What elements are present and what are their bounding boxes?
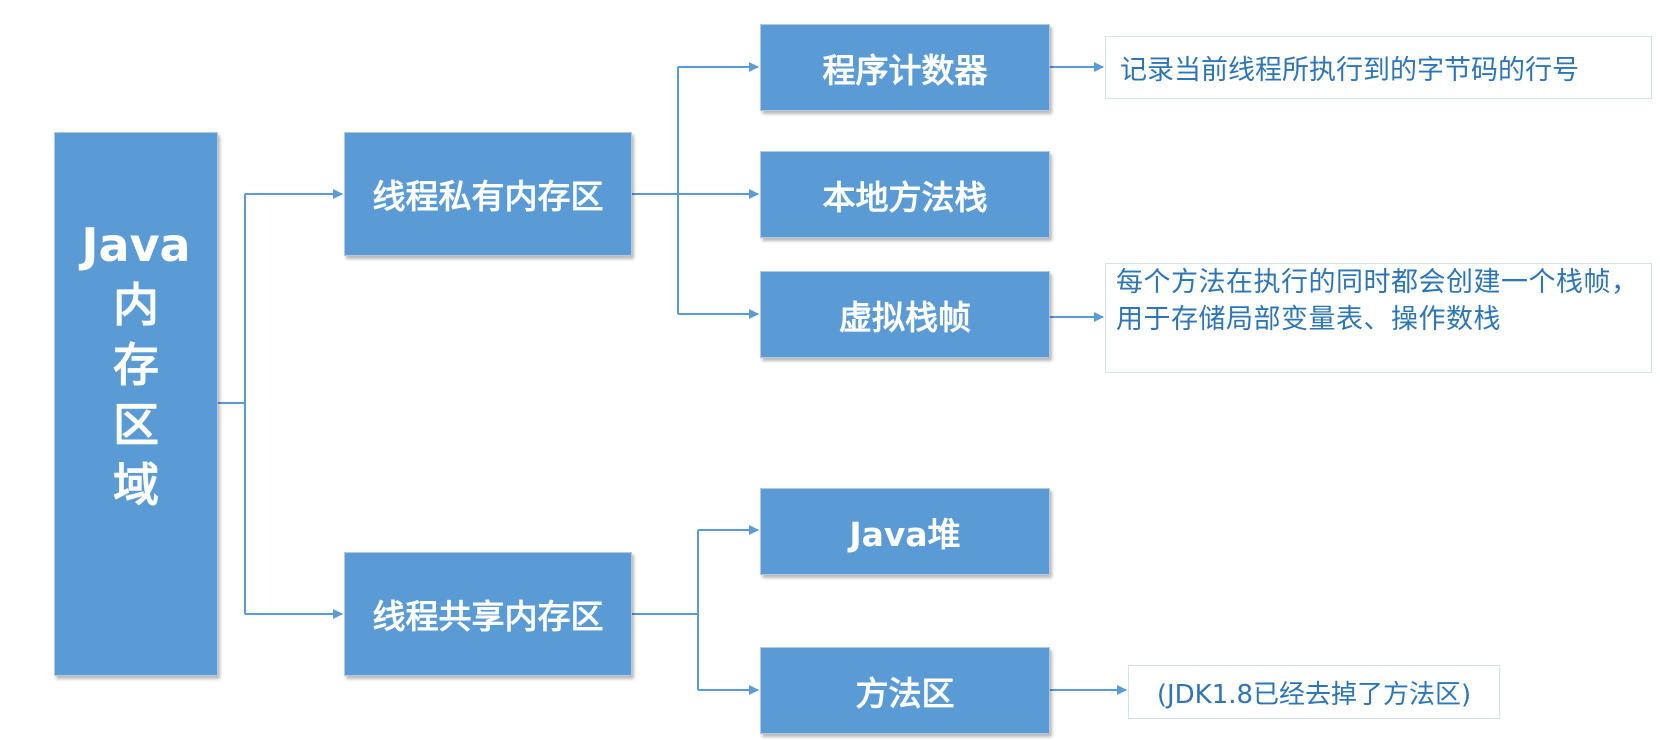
java-memory-area-box: Java 内 存 区 域 (54, 132, 218, 676)
program-counter-note: 记录当前线程所执行到的字节码的行号 (1105, 36, 1652, 99)
java-heap-box: Java堆 (760, 488, 1050, 575)
method-area-label: 方法区 (855, 673, 955, 713)
vm-stack-frame-note: 每个方法在执行的同时都会创建一个栈帧，用于存储局部变量表、操作数栈 (1105, 263, 1652, 373)
connector-root-trunk (218, 194, 246, 614)
native-method-stack-box: 本地方法栈 (760, 151, 1050, 238)
root-label-char: 区 (113, 398, 159, 452)
root-label-char: 内 (113, 278, 159, 332)
vm-stack-frame-box: 虚拟栈帧 (760, 271, 1050, 358)
java-heap-label: Java堆 (849, 514, 961, 554)
connector-shared-trunk (632, 530, 699, 690)
thread-shared-memory-box: 线程共享内存区 (344, 552, 632, 676)
thread-shared-label: 线程共享内存区 (372, 597, 604, 636)
thread-private-memory-box: 线程私有内存区 (344, 132, 632, 256)
program-counter-box: 程序计数器 (760, 24, 1050, 111)
thread-private-label: 线程私有内存区 (372, 177, 604, 216)
root-label-char: 域 (113, 458, 159, 512)
program-counter-label: 程序计数器 (822, 50, 988, 90)
vm-stack-frame-label: 虚拟栈帧 (839, 297, 971, 337)
method-area-note: (JDK1.8已经去掉了方法区) (1128, 665, 1500, 719)
connector-private-trunk (632, 67, 679, 314)
method-area-box: 方法区 (760, 647, 1050, 734)
native-method-stack-label: 本地方法栈 (822, 177, 988, 217)
root-label-char: 存 (113, 338, 159, 392)
root-label-latin: Java (81, 218, 191, 272)
